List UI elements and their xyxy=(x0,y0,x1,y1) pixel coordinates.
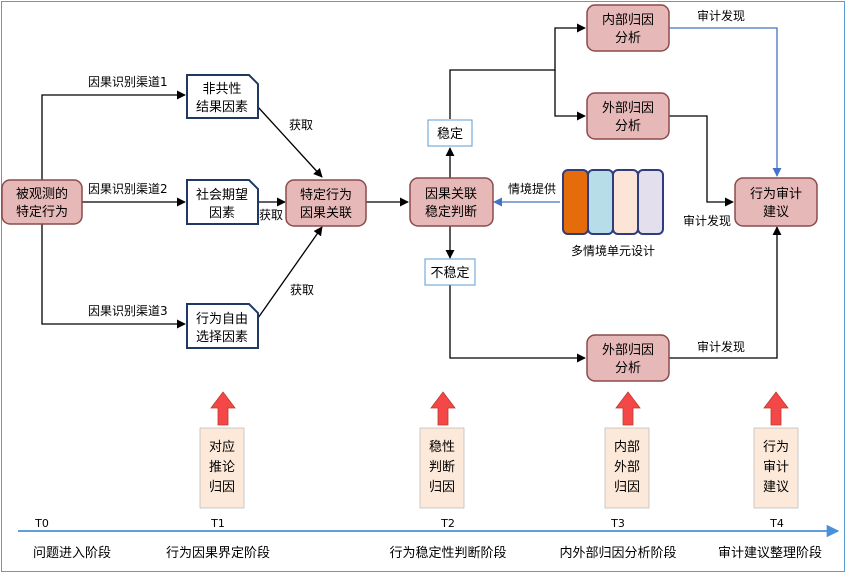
factor-box-2-line1: 社会期望 xyxy=(196,187,248,203)
label-channel1: 因果识别渠道1 xyxy=(88,75,168,89)
stage-box-1-line3: 归因 xyxy=(209,480,235,495)
node-audit-line1: 行为审计 xyxy=(750,187,802,202)
stable-box: 稳定 xyxy=(427,119,473,147)
stage-label-1: 行为因果界定阶段 xyxy=(166,546,270,561)
stage-label-4: 审计建议整理阶段 xyxy=(718,546,822,561)
edge-unstable-external xyxy=(449,285,586,363)
node-external-bottom-line1: 外部归因 xyxy=(602,343,654,358)
label-context-provide: 情境提供 xyxy=(508,181,556,196)
edge-external-audit xyxy=(669,115,734,207)
edge-channel3 xyxy=(41,224,186,329)
factor-box-3: 行为自由 选择因素 xyxy=(186,303,259,349)
factor-box-1: 非共性 结果因素 xyxy=(186,74,259,119)
stage-box-4-line1: 行为 xyxy=(763,440,789,455)
up-arrow-2 xyxy=(430,391,456,426)
edge-stable-external xyxy=(554,70,586,121)
label-obtain2: 获取 xyxy=(259,208,283,222)
node-internal-line2: 分析 xyxy=(615,31,641,46)
label-channel3: 因果识别渠道3 xyxy=(88,304,168,318)
tick-t1: T1 xyxy=(210,517,225,530)
node-observed-line1: 被观测的 xyxy=(16,186,68,202)
stage-box-1-line1: 对应 xyxy=(209,439,235,455)
up-arrow-3 xyxy=(615,391,641,426)
context-units: 多情境单元设计 xyxy=(562,169,664,258)
label-obtain1: 获取 xyxy=(289,118,313,132)
timeline: T0 T1 T2 T3 T4 问题进入阶段 行为因果界定阶段 行为稳定性判断阶段… xyxy=(18,517,840,561)
label-obtain3: 获取 xyxy=(290,283,314,297)
node-causal: 特定行为 因果关联 xyxy=(285,179,367,227)
up-arrow-4 xyxy=(763,391,789,426)
stage-box-4: 行为 审计 建议 xyxy=(753,427,799,509)
stage-box-3-line2: 外部 xyxy=(614,460,640,475)
context-unit-2 xyxy=(587,169,614,235)
node-stability-line2: 稳定判断 xyxy=(425,204,477,220)
edge-obtain1 xyxy=(257,106,323,178)
edge-obtain3 xyxy=(257,226,323,319)
tick-t4: T4 xyxy=(769,517,784,530)
node-external-top-line1: 外部归因 xyxy=(602,101,654,116)
edge-internal-audit xyxy=(669,27,782,177)
label-channel2: 因果识别渠道2 xyxy=(88,182,168,196)
stable-label: 稳定 xyxy=(437,126,463,142)
tick-t0: T0 xyxy=(34,517,49,530)
factor-box-3-line2: 选择因素 xyxy=(196,330,248,345)
factor-box-1-line2: 结果因素 xyxy=(196,100,248,115)
node-external-top-line2: 分析 xyxy=(615,119,641,134)
factor-box-3-line1: 行为自由 xyxy=(196,312,248,327)
context-units-label: 多情境单元设计 xyxy=(571,243,655,258)
node-audit: 行为审计 建议 xyxy=(734,177,818,227)
stage-box-2-line1: 稳性 xyxy=(429,439,455,455)
node-external-bottom-line2: 分析 xyxy=(615,361,641,376)
factor-box-1-line1: 非共性 xyxy=(202,82,241,97)
up-arrow-1 xyxy=(210,391,236,426)
node-stability-line1: 因果关联 xyxy=(425,187,477,202)
stage-box-3-line3: 归因 xyxy=(614,480,640,495)
tick-t2: T2 xyxy=(440,517,455,530)
factor-box-2-line2: 因素 xyxy=(209,206,235,221)
stage-box-4-line3: 建议 xyxy=(763,480,789,495)
node-stability: 因果关联 稳定判断 xyxy=(409,177,494,227)
factor-box-2: 社会期望 因素 xyxy=(186,179,259,225)
unstable-label: 不稳定 xyxy=(430,265,469,281)
edge-external-bottom-audit xyxy=(669,226,782,359)
stage-box-2: 稳性 判断 归因 xyxy=(419,427,465,509)
node-internal: 内部归因 分析 xyxy=(586,4,670,52)
edge-stable-branch xyxy=(449,23,586,119)
label-audit-find2: 审计发现 xyxy=(683,213,731,228)
node-observed-line2: 特定行为 xyxy=(16,205,68,220)
stage-box-2-line3: 归因 xyxy=(429,480,455,495)
connectors xyxy=(41,23,782,363)
stage-box-2-line2: 判断 xyxy=(429,460,455,475)
node-causal-line2: 因果关联 xyxy=(300,206,352,221)
node-external-top: 外部归因 分析 xyxy=(586,92,670,140)
label-audit-find1: 审计发现 xyxy=(697,8,745,23)
tick-t3: T3 xyxy=(610,517,625,530)
context-unit-1 xyxy=(562,169,589,235)
context-unit-4 xyxy=(637,169,664,235)
stage-box-3: 内部 外部 归因 xyxy=(604,427,650,509)
stage-box-4-line2: 审计 xyxy=(763,460,789,475)
stage-box-1-line2: 推论 xyxy=(209,460,235,475)
node-audit-line2: 建议 xyxy=(763,205,789,220)
stage-label-2: 行为稳定性判断阶段 xyxy=(389,545,506,561)
stage-box-1: 对应 推论 归因 xyxy=(199,427,245,509)
stage-indicators: 对应 推论 归因 稳性 判断 归因 内部 外部 归因 行为 审计 建议 xyxy=(199,391,799,509)
label-audit-find3: 审计发现 xyxy=(697,339,745,354)
unstable-box: 不稳定 xyxy=(424,258,476,286)
stage-box-3-line1: 内部 xyxy=(614,439,640,455)
node-external-bottom: 外部归因 分析 xyxy=(586,334,670,382)
stage-label-0: 问题进入阶段 xyxy=(33,546,111,561)
node-internal-line1: 内部归因 xyxy=(602,12,654,28)
node-causal-line1: 特定行为 xyxy=(300,188,352,203)
stage-label-3: 内外部归因分析阶段 xyxy=(559,545,676,561)
node-observed: 被观测的 特定行为 xyxy=(1,179,83,225)
context-unit-3 xyxy=(612,169,639,235)
edge-channel1 xyxy=(41,90,186,180)
